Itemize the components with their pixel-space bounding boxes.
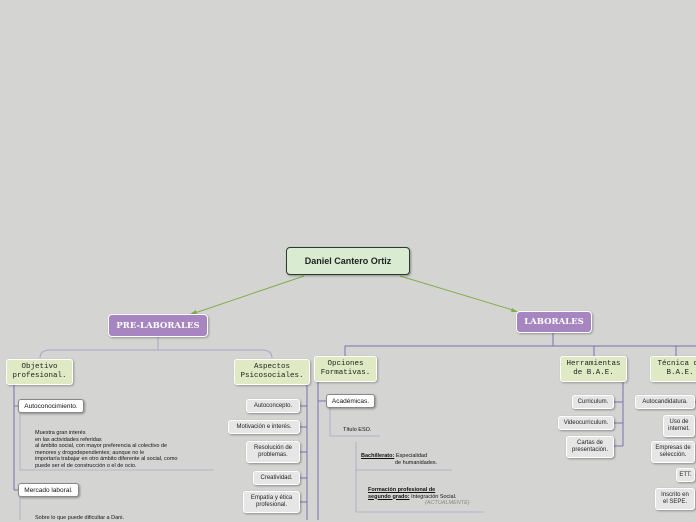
tecnica-title-line2: B.A.E. — [666, 369, 694, 377]
pre-laborales-node[interactable]: PRE-LABORALES — [108, 314, 208, 337]
tecnica-title-line1: Técnica de — [657, 360, 696, 368]
opciones-formativas-node[interactable]: Opciones Formativas. — [314, 356, 377, 382]
objetivo-profesional-node[interactable]: Objetivo profesional. — [6, 359, 73, 385]
fp-value: Integración Social. — [411, 493, 457, 500]
node-label-line: presentación. — [571, 447, 609, 453]
aspecto-item-autoconcepto[interactable]: Autoconcepto. — [246, 399, 300, 413]
node-label-line: Cartas de — [576, 440, 603, 446]
node-label-line: Inscrito en — [661, 492, 689, 498]
bachillerato-label: Bachillerato: — [361, 453, 395, 459]
node-label-line: Videocurriculum. — [563, 419, 609, 426]
fp-label-line2: segundo grado: — [368, 493, 410, 500]
herramienta-item-videocurriculum[interactable]: Videocurriculum. — [558, 416, 614, 430]
laborales-node[interactable]: LABORALES — [516, 311, 592, 333]
aspectos-title-line1: Aspectos — [253, 363, 290, 371]
node-label-line: Curriculum. — [577, 398, 609, 405]
opciones-title-line2: Formativas. — [320, 369, 371, 377]
autoconocimiento-text: Muestra gran interés en las actividades … — [35, 430, 178, 469]
opciones-title-line1: Opciones — [327, 360, 364, 368]
autoconocimiento-node[interactable]: Autoconocimiento. — [18, 399, 84, 413]
tecnica-item-autocandidatura[interactable]: Autocandidatura. — [635, 395, 695, 409]
formacion-profesional-text: Formación profesional de segundo grado: … — [368, 487, 470, 507]
herramientas-bae-node[interactable]: Herramientas de B.A.E. — [560, 356, 627, 382]
node-label-line: Autoconcepto. — [253, 402, 293, 409]
objetivo-title-line2: profesional. — [12, 372, 67, 380]
tecnica-bae-node[interactable]: Técnica de B.A.E. — [650, 356, 696, 382]
node-label-line: Autocandidatura. — [642, 398, 688, 405]
bachillerato-value-line2: de humanidades. — [395, 459, 438, 466]
node-label-line: selección. — [659, 452, 687, 458]
node-label-line: ETT. — [679, 471, 692, 478]
node-label-line: Resolución de — [253, 445, 293, 451]
herramienta-item-curriculum[interactable]: Curriculum. — [572, 395, 614, 409]
aspectos-psicosociales-node[interactable]: Aspectos Psicosociales. — [234, 359, 310, 385]
node-label-line: Empresas de — [655, 445, 691, 451]
node-label-line: internet. — [668, 426, 690, 432]
node-label-line: profesional. — [255, 502, 288, 508]
titulo-eso-text: Título ESO. — [343, 427, 372, 433]
node-label-line: Motivación e interés. — [236, 423, 292, 430]
mercado-laboral-text: Sobre lo que puede dificultar a Dani. — [35, 515, 124, 521]
root-node[interactable]: Daniel Cantero Ortiz — [286, 247, 410, 275]
herramientas-title-line2: de B.A.E. — [573, 369, 614, 377]
tecnica-item-ett[interactable]: ETT. — [676, 468, 695, 482]
academicas-node[interactable]: Académicas. — [326, 394, 375, 408]
fp-note: (ACTUALMENTE) — [425, 500, 470, 506]
bachillerato-text: Bachillerato: Especialidad de humanidade… — [361, 453, 437, 466]
aspecto-item-motivacion[interactable]: Motivación e interés. — [228, 420, 300, 434]
node-label-line: Empatía y ética — [250, 495, 293, 501]
node-label-line: el SEPE. — [662, 499, 687, 505]
node-label-line: Creatividad. — [260, 474, 293, 481]
objetivo-title-line1: Objetivo — [21, 363, 58, 371]
aspectos-title-line2: Psicosociales. — [240, 372, 304, 380]
node-label-line: problemas. — [258, 452, 288, 458]
aspecto-item-creatividad[interactable]: Creatividad. — [253, 471, 300, 485]
fp-label-line1: Formación profesional de — [368, 487, 436, 493]
mercado-laboral-node[interactable]: Mercado laboral. — [18, 483, 79, 497]
herramientas-title-line1: Herramientas — [566, 360, 621, 368]
node-label-line: Uso de — [669, 419, 689, 425]
bachillerato-value-line1: Especialidad — [395, 453, 428, 459]
